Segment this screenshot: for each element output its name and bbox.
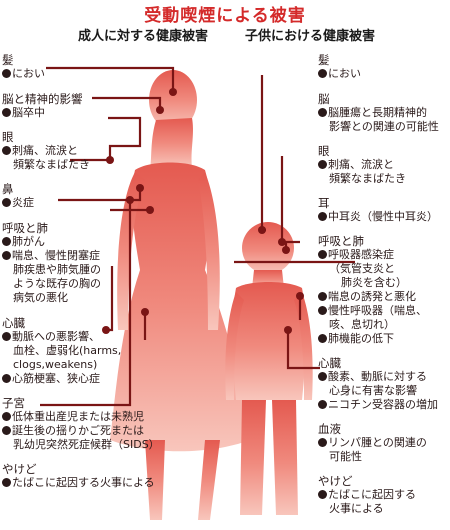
child-hair-head: 髪 bbox=[318, 53, 330, 67]
adult-eye-head: 眼 bbox=[2, 130, 14, 144]
child-blood-head: 血液 bbox=[318, 422, 341, 436]
bullet-icon bbox=[2, 426, 11, 435]
child-blood-item: リンパ腫との関連の bbox=[318, 436, 427, 450]
bullet-icon bbox=[2, 237, 11, 246]
adult-header: 成人に対する健康被害 bbox=[78, 29, 209, 44]
child-brain-item-cont: 影響との関連の可能性 bbox=[329, 120, 439, 133]
child-lungs-item-cont: 肺炎を含む） bbox=[341, 276, 407, 289]
adult-burns-item: たばこに起因する火事による bbox=[2, 476, 155, 490]
adult-heart-item: 動脈への悪影響、 bbox=[2, 330, 100, 344]
bullet-icon bbox=[318, 212, 327, 221]
adult-hair-item: におい bbox=[2, 67, 45, 81]
bullet-icon bbox=[318, 292, 327, 301]
diagram-title: 受動喫煙による被害 bbox=[144, 6, 306, 26]
child-lungs-item: 慢性呼吸器（喘息、 bbox=[318, 304, 427, 318]
adult-uterus-head: 子宮 bbox=[2, 396, 25, 410]
adult-brain-head: 脳と精神的影響 bbox=[2, 92, 83, 106]
adult-uterus-item: 誕生後の揺りかご死または bbox=[2, 424, 144, 438]
child-eye-head: 眼 bbox=[318, 144, 330, 158]
child-blood-item-cont: 可能性 bbox=[329, 450, 362, 463]
bullet-icon bbox=[318, 69, 327, 78]
child-ear-item: 中耳炎（慢性中耳炎） bbox=[318, 210, 438, 224]
child-lungs-head: 呼吸と肺 bbox=[318, 234, 364, 248]
adult-lungs-item-cont: 病気の悪化 bbox=[13, 291, 68, 304]
bullet-icon bbox=[2, 332, 11, 341]
bullet-icon bbox=[318, 490, 327, 499]
bullet-icon bbox=[2, 412, 11, 421]
adult-heart-item-cont: clogs,weakens) bbox=[13, 358, 98, 371]
adult-brain-item: 脳卒中 bbox=[2, 106, 45, 120]
adult-uterus-item-cont: 乳幼児突然死症候群（SIDS） bbox=[13, 438, 160, 451]
bullet-icon bbox=[2, 146, 11, 155]
adult-nose-head: 鼻 bbox=[2, 182, 14, 196]
child-hair-item: におい bbox=[318, 67, 361, 81]
child-eye-item: 刺痛、流涙と bbox=[318, 158, 394, 172]
bullet-icon bbox=[318, 372, 327, 381]
adult-burns-head: やけど bbox=[2, 462, 37, 476]
child-heart-item: ニコチン受容器の増加 bbox=[318, 398, 438, 412]
child-heart-item-cont: 心身に有害な影響 bbox=[329, 384, 417, 397]
bullet-icon bbox=[2, 198, 11, 207]
adult-heart-item: 心筋梗塞、狭心症 bbox=[2, 372, 100, 386]
adult-lungs-head: 呼吸と肺 bbox=[2, 221, 48, 235]
child-lungs-item: 肺機能の低下 bbox=[318, 332, 394, 346]
adult-heart-item-cont: 血栓、虚弱化(harms, bbox=[13, 344, 122, 357]
child-burns-item-cont: 火事による bbox=[329, 502, 384, 515]
child-burns-head: やけど bbox=[318, 474, 353, 488]
adult-lungs-item: 喘息、慢性閉塞症 bbox=[2, 249, 100, 263]
bullet-icon bbox=[2, 69, 11, 78]
bullet-icon bbox=[318, 108, 327, 117]
child-heart-item: 酸素、動脈に対する bbox=[318, 370, 427, 384]
child-brain-item: 脳腫瘍と長期精神的 bbox=[318, 106, 427, 120]
child-brain-head: 脳 bbox=[318, 92, 330, 106]
bullet-icon bbox=[318, 306, 327, 315]
adult-silhouette bbox=[110, 70, 250, 520]
child-ear-head: 耳 bbox=[318, 196, 330, 210]
bullet-icon bbox=[318, 160, 327, 169]
child-lungs-item-cont: （気管支炎と bbox=[329, 262, 395, 275]
adult-eye-item: 刺痛、流涙と bbox=[2, 144, 78, 158]
child-lungs-item-cont: 咳、息切れ） bbox=[329, 318, 395, 331]
adult-lungs-item-cont: ような既存の胸の bbox=[13, 277, 101, 290]
adult-lungs-item-cont: 肺疾患や肺気腫の bbox=[13, 263, 101, 276]
child-heart-head: 心臓 bbox=[318, 356, 341, 370]
adult-lungs-item: 肺がん bbox=[2, 235, 45, 249]
bullet-icon bbox=[2, 374, 11, 383]
adult-heart-head: 心臓 bbox=[2, 316, 25, 330]
bullet-icon bbox=[318, 334, 327, 343]
child-lungs-item: 喘息の誘発と悪化 bbox=[318, 290, 416, 304]
adult-nose-item: 炎症 bbox=[2, 196, 34, 210]
child-eye-item-cont: 頻繁なまばたき bbox=[329, 172, 406, 185]
bullet-icon bbox=[318, 438, 327, 447]
child-burns-item: たばこに起因する bbox=[318, 488, 416, 502]
child-header: 子供における健康被害 bbox=[245, 29, 376, 44]
child-lungs-item: 呼吸器感染症 bbox=[318, 248, 394, 262]
bullet-icon bbox=[318, 400, 327, 409]
adult-uterus-item: 低体重出産児または未熟児 bbox=[2, 410, 144, 424]
bullet-icon bbox=[2, 251, 11, 260]
organ-dots bbox=[102, 88, 304, 334]
adult-eye-item-cont: 頻繁なまばたき bbox=[13, 158, 90, 171]
bullet-icon bbox=[2, 478, 11, 487]
bullet-icon bbox=[318, 250, 327, 259]
bullet-icon bbox=[2, 108, 11, 117]
adult-hair-head: 髪 bbox=[2, 53, 14, 67]
